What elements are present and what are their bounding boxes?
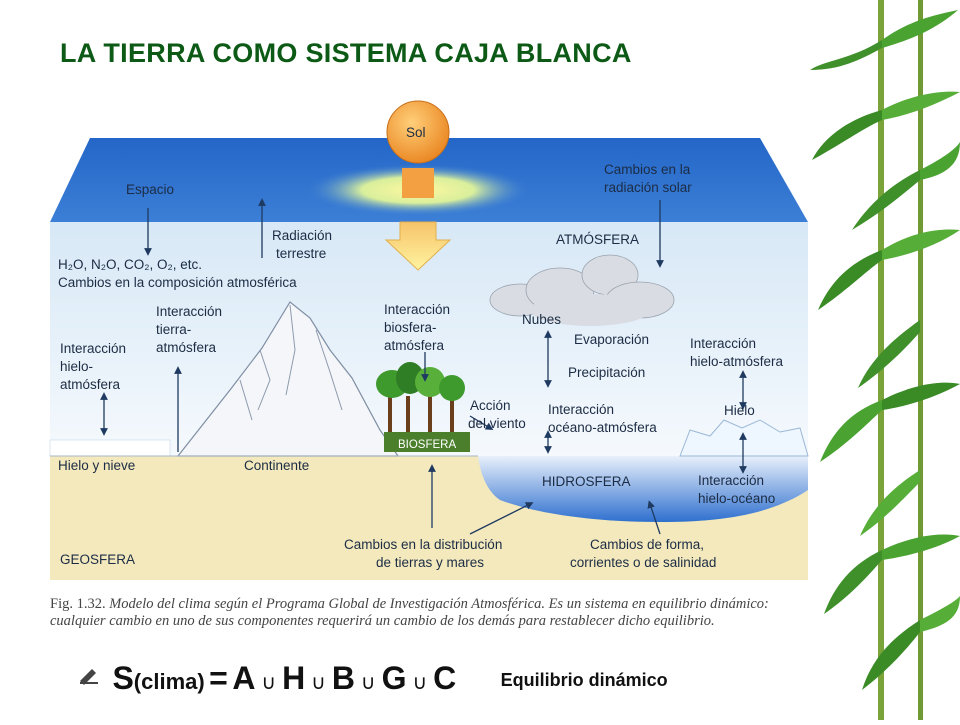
snow-ice-label: Hielo y nieve	[58, 458, 135, 473]
biosphere-atmosphere-label: atmósfera	[384, 338, 445, 353]
slide-title: LA TIERRA COMO SISTEMA CAJA BLANCA	[60, 38, 632, 68]
tree-trunk	[406, 396, 410, 432]
figure-number: Fig. 1.32.	[50, 596, 106, 612]
tree-trunk	[388, 392, 392, 432]
bamboo-leaves-decoration	[810, 0, 960, 720]
precipitation-label: Precipitación	[568, 365, 645, 380]
evaporation-label: Evaporación	[574, 332, 649, 347]
sun-label: Sol	[406, 125, 426, 140]
clouds-icon	[489, 254, 675, 326]
mountain-ridges	[239, 304, 343, 421]
ocean-changes-label: corrientes o de salinidad	[570, 555, 716, 570]
wind-label: del viento	[468, 416, 526, 431]
biosphere-label: BIOSFERA	[398, 439, 456, 451]
biosphere-ground	[384, 432, 470, 452]
dynamic-equilibrium-label: Equilibrio dinámico	[500, 670, 668, 690]
biosphere-atmosphere-label: biosfera-	[384, 320, 437, 335]
space-label: Espacio	[126, 182, 174, 197]
union-symbol: ∪	[412, 672, 428, 694]
ice-atmosphere-left-label: atmósfera	[60, 377, 121, 392]
ice-atmosphere-left-label: Interacción	[60, 341, 126, 356]
ice-atmosphere-left-label: hielo-	[60, 359, 93, 374]
ice-atmosphere-label: Interacción	[690, 336, 756, 351]
ice-sheet-left	[49, 439, 171, 457]
arrow	[469, 415, 494, 431]
land-sea-label: Cambios en la distribución	[344, 537, 502, 552]
terrestrial-radiation-label: terrestre	[276, 246, 326, 261]
geosphere-label: GEOSFERA	[60, 552, 135, 567]
arrow	[469, 502, 534, 535]
solar-changes-label: radiación solar	[604, 180, 692, 195]
ocean-atmosphere-label: Interacción	[548, 402, 614, 417]
formula-h: H	[282, 660, 306, 696]
sun-icon	[386, 100, 450, 164]
tree-icon	[439, 375, 465, 401]
ocean-changes-label: Cambios de forma,	[590, 537, 704, 552]
composition-label: Cambios en la composición atmosférica	[58, 275, 297, 290]
climate-formula: S(clima) = A∪H∪B∪G∪C Equilibrio dinámico	[78, 660, 838, 704]
formula-b: B	[331, 660, 355, 696]
land-atmosphere-label: Interacción	[156, 304, 222, 319]
solar-radiation-arrow-icon	[384, 221, 452, 271]
figure-caption: Fig. 1.32. Modelo del clima según el Pro…	[50, 596, 810, 630]
ice-label: Hielo	[724, 403, 755, 418]
ocean-icon	[478, 456, 808, 522]
land-atmosphere-label: tierra-	[156, 322, 191, 337]
union-symbol: ∪	[261, 672, 277, 694]
clouds-label: Nubes	[522, 312, 561, 327]
tree-trunk	[450, 398, 454, 432]
radiation-beam	[402, 168, 434, 198]
solar-changes-label: Cambios en la	[604, 162, 691, 177]
gases-label: H₂O, N₂O, CO₂, O₂, etc.	[58, 257, 202, 272]
formula-s: S	[112, 660, 134, 696]
formula-g: G	[381, 660, 407, 696]
continent-label: Continente	[244, 458, 309, 473]
caption-text: Modelo del clima según el Programa Globa…	[50, 596, 769, 629]
formula-subscript: (clima)	[133, 669, 205, 694]
formula-equals: =	[209, 660, 228, 696]
tree-trunk	[428, 390, 432, 432]
formula-c: C	[433, 660, 457, 696]
ice-ocean-label: Interacción	[698, 473, 764, 488]
ocean-atmosphere-label: océano-atmósfera	[548, 420, 657, 435]
ice-ocean-label: hielo-océano	[698, 491, 775, 506]
hydrosphere-label: HIDROSFERA	[542, 474, 631, 489]
ice-atmosphere-label: hielo-atmósfera	[690, 354, 784, 369]
pen-bullet-icon	[78, 665, 100, 685]
atmosphere-label: ATMÓSFERA	[556, 232, 639, 247]
formula-a: A	[232, 660, 256, 696]
arrow	[647, 500, 661, 535]
land-sea-label: de tierras y mares	[376, 555, 484, 570]
union-symbol: ∪	[311, 672, 326, 694]
terrestrial-radiation-label: Radiación	[272, 228, 332, 243]
union-symbol: ∪	[360, 672, 376, 694]
biosphere-atmosphere-label: Interacción	[384, 302, 450, 317]
wind-label: Acción	[470, 398, 511, 413]
land-atmosphere-label: atmósfera	[156, 340, 217, 355]
